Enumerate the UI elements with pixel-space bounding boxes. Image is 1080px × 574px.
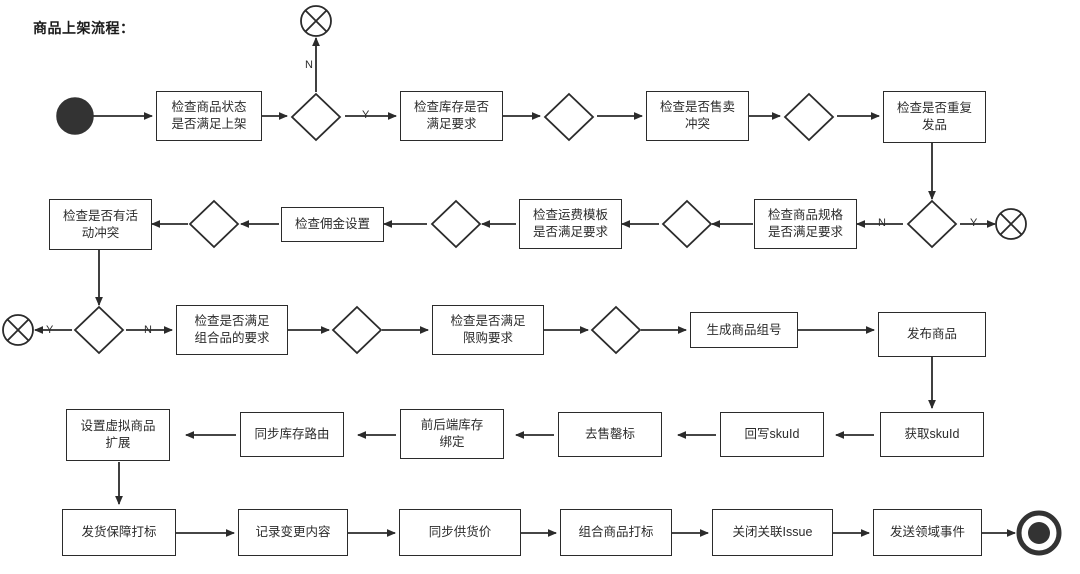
decision-d6: [430, 199, 482, 249]
node-line-2: 扩展: [105, 436, 131, 450]
node-check-product-status[interactable]: 检查商品状态 是否满足上架: [156, 91, 262, 141]
edge-label-n-2: N: [878, 217, 886, 229]
node-sync-stock-route[interactable]: 同步库存路由: [240, 412, 344, 457]
node-bind-frontend-backend-stock[interactable]: 前后端库存 绑定: [400, 409, 504, 459]
node-line-1: 检查佣金设置: [294, 217, 370, 232]
node-line-2: 满足要求: [426, 117, 477, 131]
page-title: 商品上架流程：: [33, 20, 135, 36]
node-bundle-product-mark[interactable]: 组合商品打标: [560, 509, 672, 556]
decision-d8: [73, 305, 125, 355]
node-line-1: 检查运费模板: [532, 208, 608, 223]
node-line-1: 关闭关联Issue: [732, 525, 813, 540]
decision-d10: [590, 305, 642, 355]
node-line-2: 组合品的要求: [194, 331, 270, 345]
node-line-1: 组合商品打标: [578, 525, 654, 540]
decision-d4: [906, 199, 958, 249]
node-line-1: 检查库存是否: [413, 100, 489, 115]
node-line-2: 限购要求: [462, 331, 513, 345]
node-line-1: 前后端库存: [420, 418, 484, 433]
node-line-2: 绑定: [439, 435, 465, 449]
node-check-freight-template[interactable]: 检查运费模板 是否满足要求: [519, 199, 622, 249]
node-line-1: 检查是否满足: [450, 314, 526, 329]
node-line-2: 是否满足要求: [767, 225, 843, 239]
node-sync-supply-price[interactable]: 同步供货价: [399, 509, 521, 556]
node-generate-product-group-no[interactable]: 生成商品组号: [690, 312, 798, 348]
edge-label-y-3: Y: [46, 324, 54, 336]
node-line-2: 动冲突: [81, 225, 120, 240]
node-line-1: 检查是否满足: [194, 314, 270, 329]
edge-label-n-1: N: [305, 59, 313, 71]
node-writeback-skuid[interactable]: 回写skuId: [720, 412, 824, 457]
edge-label-y-1: Y: [362, 109, 370, 121]
node-line-1: 检查是否重复: [896, 101, 972, 116]
node-line-1: 发布商品: [906, 327, 957, 342]
decision-d9: [331, 305, 383, 355]
node-check-commission-setting[interactable]: 检查佣金设置: [281, 207, 384, 242]
node-check-sale-conflict[interactable]: 检查是否售卖 冲突: [646, 91, 749, 141]
node-line-1: 检查商品状态: [171, 100, 247, 115]
node-line-2: 发品: [921, 118, 947, 132]
node-line-1: 获取skuId: [904, 427, 960, 442]
decision-d1: [290, 92, 342, 142]
node-check-activity-conflict[interactable]: 检查是否有活 动冲突: [49, 199, 152, 250]
edge-label-n-3: N: [144, 324, 152, 336]
edge-label-y-2: Y: [970, 217, 978, 229]
node-line-1: 检查商品规格: [767, 208, 843, 223]
node-line-2: 是否满足要求: [532, 225, 608, 239]
node-get-skuid[interactable]: 获取skuId: [880, 412, 984, 457]
node-line-2: 是否满足上架: [171, 117, 247, 131]
node-close-related-issue[interactable]: 关闭关联Issue: [712, 509, 833, 556]
node-set-virtual-product-ext[interactable]: 设置虚拟商品 扩展: [66, 409, 170, 461]
end-terminal: [1016, 510, 1062, 556]
start-terminal: [56, 97, 94, 135]
node-record-change-content[interactable]: 记录变更内容: [238, 509, 348, 556]
decision-d2: [543, 92, 595, 142]
node-line-1: 检查是否有活: [62, 208, 138, 223]
decision-d5: [661, 199, 713, 249]
node-publish-product[interactable]: 发布商品: [878, 312, 986, 357]
end-cross-3: [2, 314, 34, 346]
node-line-1: 去售罄标: [584, 427, 635, 442]
node-check-stock[interactable]: 检查库存是否 满足要求: [400, 91, 503, 141]
node-check-purchase-limit[interactable]: 检查是否满足 限购要求: [432, 305, 544, 355]
node-check-duplicate-publish[interactable]: 检查是否重复 发品: [883, 91, 986, 143]
node-line-1: 发送领域事件: [889, 525, 965, 540]
node-send-domain-event[interactable]: 发送领域事件: [873, 509, 982, 556]
node-check-bundle-requirement[interactable]: 检查是否满足 组合品的要求: [176, 305, 288, 355]
node-shipping-guarantee-mark[interactable]: 发货保障打标: [62, 509, 176, 556]
node-check-product-spec[interactable]: 检查商品规格 是否满足要求: [754, 199, 857, 249]
node-line-1: 回写skuId: [744, 427, 800, 442]
node-line-1: 设置虚拟商品: [80, 419, 156, 434]
decision-d7: [188, 199, 240, 249]
node-line-1: 同步库存路由: [254, 427, 330, 442]
node-line-1: 生成商品组号: [706, 322, 782, 337]
node-line-1: 发货保障打标: [81, 525, 157, 540]
end-cross-1: [300, 5, 332, 37]
node-line-1: 同步供货价: [428, 525, 492, 540]
node-line-1: 记录变更内容: [255, 525, 331, 540]
end-cross-2: [995, 208, 1027, 240]
node-remove-soldout-mark[interactable]: 去售罄标: [558, 412, 662, 457]
node-line-2: 冲突: [684, 117, 710, 131]
node-line-1: 检查是否售卖: [659, 100, 735, 115]
decision-d3: [783, 92, 835, 142]
